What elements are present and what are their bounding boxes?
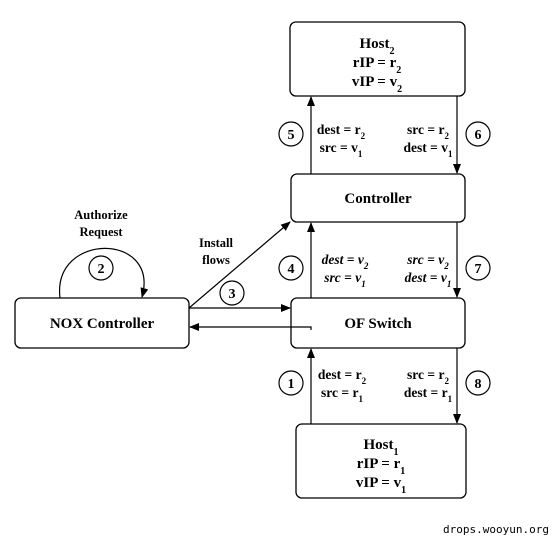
svg-text:6: 6 — [475, 128, 482, 143]
arrow-switch-to-nox — [189, 323, 312, 331]
watermark-text: drops.wooyun.org — [443, 523, 549, 536]
host2-title: Host2 — [360, 36, 395, 57]
step-1-marker: 1 — [278, 370, 304, 396]
host1-vip: vIP = v1 — [356, 475, 406, 496]
controller-box: Controller — [290, 173, 466, 223]
controller-label: Controller — [344, 191, 412, 207]
svg-text:7: 7 — [475, 262, 482, 277]
svg-text:2: 2 — [98, 262, 105, 277]
authorize-line1: Authorize — [74, 208, 128, 222]
host2-box: Host2 rIP = r2 vIP = v2 — [289, 21, 466, 97]
step-2-marker: 2 — [88, 255, 114, 281]
step-8-marker: 8 — [465, 370, 491, 396]
svg-text:4: 4 — [288, 262, 295, 277]
host1-title: Host1 — [364, 437, 399, 458]
self-loop-authorize — [59, 247, 149, 299]
step4-dest: dest = v2 — [322, 252, 369, 271]
step8-dest: dest = r1 — [404, 385, 453, 404]
step5-dest: dest = r2 — [317, 122, 366, 141]
step-7-marker: 7 — [465, 255, 491, 281]
svg-text:5: 5 — [288, 128, 295, 143]
install-line1: Install — [199, 236, 234, 250]
step6-src: src = r2 — [407, 122, 449, 141]
authorize-line2: Request — [79, 225, 123, 239]
svg-text:3: 3 — [229, 287, 236, 302]
step4-src: src = v1 — [323, 270, 365, 289]
step-4-marker: 4 — [278, 255, 304, 281]
step7-src: src = v2 — [406, 252, 449, 271]
step1-dest: dest = r2 — [318, 367, 367, 386]
step-6-marker: 6 — [465, 121, 491, 147]
svg-text:1: 1 — [288, 377, 295, 392]
step-3-marker: 3 — [219, 280, 245, 306]
step7-dest: dest = v1 — [405, 270, 452, 289]
of-switch-box: OF Switch — [290, 297, 466, 349]
host1-box: Host1 rIP = r1 vIP = v1 — [295, 423, 467, 499]
svg-text:8: 8 — [475, 377, 482, 392]
step6-dest: dest = v1 — [404, 140, 453, 159]
arrow-nox-to-controller — [188, 221, 291, 309]
nox-controller-box: NOX Controller — [14, 297, 190, 349]
step1-src: src = r1 — [321, 385, 363, 404]
host2-rip: rIP = r2 — [353, 55, 402, 76]
install-line2: flows — [202, 253, 230, 267]
of-switch-label: OF Switch — [344, 316, 412, 332]
step-5-marker: 5 — [278, 121, 304, 147]
host1-rip: rIP = r1 — [357, 456, 406, 477]
step8-src: src = r2 — [407, 367, 449, 386]
host2-vip: vIP = v2 — [352, 74, 402, 95]
nox-controller-label: NOX Controller — [50, 316, 155, 332]
step5-src: src = v1 — [320, 140, 363, 159]
